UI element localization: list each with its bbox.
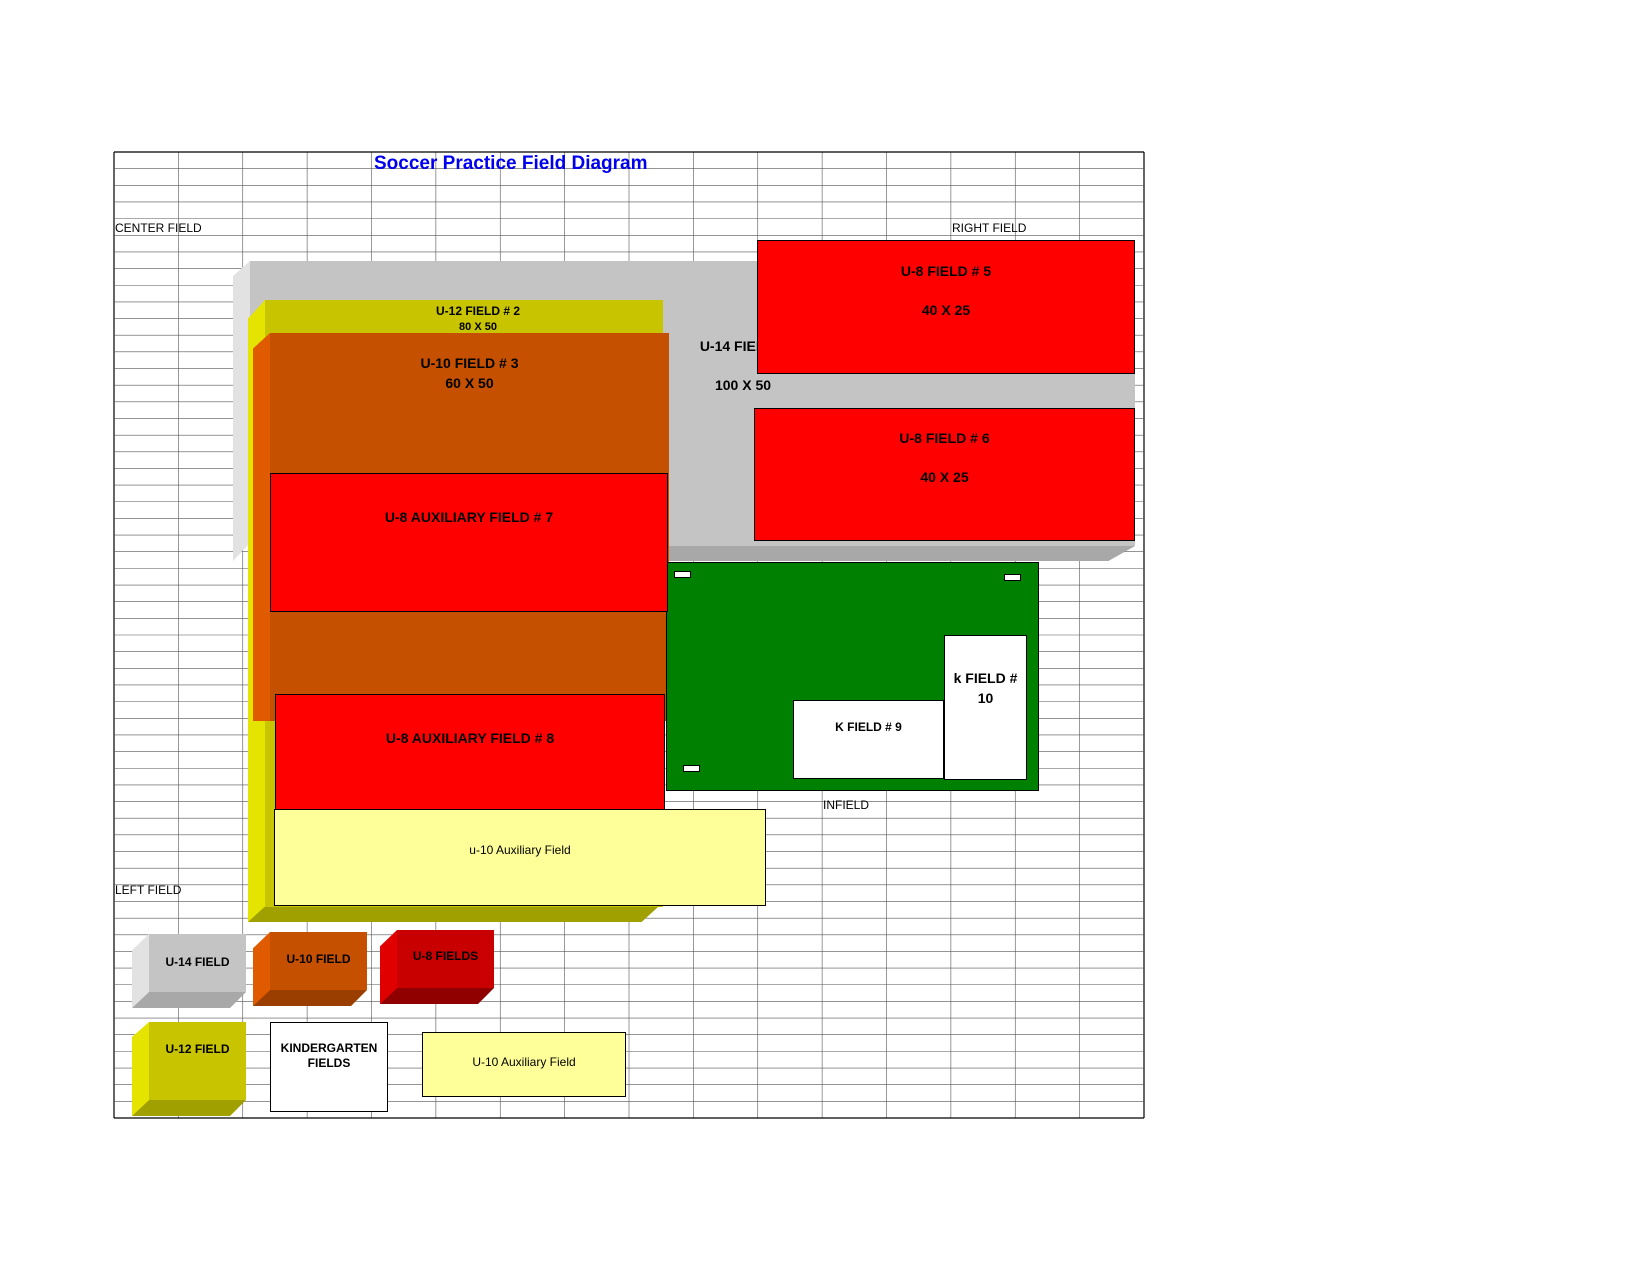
legend-u14-label: U-14 FIELD [165,955,230,969]
u10-auxiliary-field: u-10 Auxiliary Field [274,809,766,906]
u8-field-5-name: U-8 FIELD # 5 [900,263,992,279]
legend-u10: U-10 FIELD [253,932,367,1006]
right-field-label: RIGHT FIELD [952,221,1027,235]
legend-u8: U-8 FIELDS [380,930,494,1004]
k-field-10-name-line2: 10 [977,690,994,706]
legend-u10-label: U-10 FIELD [286,952,351,966]
center-field-label: CENTER FIELD [115,221,202,235]
base-marker [1004,574,1021,581]
legend-kindergarten: KINDERGARTEN FIELDS [270,1022,388,1112]
legend-kindergarten-line2: FIELDS [307,1056,351,1070]
base-marker [683,765,700,772]
u8-field-5: U-8 FIELD # 5 40 X 25 [757,240,1135,374]
k-field-10: k FIELD # 10 [944,635,1027,780]
left-field-label: LEFT FIELD [115,883,182,897]
u14-field-1-size: 100 X 50 [714,377,772,393]
legend-kindergarten-line1: KINDERGARTEN [280,1041,378,1055]
u8-field-6-size: 40 X 25 [920,469,969,485]
k-field-10-name-line1: k FIELD # [953,670,1018,686]
legend-u14: U-14 FIELD [132,934,246,1008]
legend-u12-label: U-12 FIELD [165,1042,230,1056]
u8-auxiliary-field-8-name: U-8 AUXILIARY FIELD # 8 [385,730,555,746]
u12-field-2-size: 80 X 50 [459,321,497,333]
u10-field-3-size: 60 X 50 [445,375,494,391]
u10-auxiliary-field-name: u-10 Auxiliary Field [469,843,571,857]
k-field-9-name: K FIELD # 9 [835,720,902,734]
u8-auxiliary-field-7-name: U-8 AUXILIARY FIELD # 7 [384,509,554,525]
infield-label: INFIELD [823,798,870,812]
u8-auxiliary-field-8: U-8 AUXILIARY FIELD # 8 [275,694,665,811]
u8-field-5-size: 40 X 25 [921,302,971,318]
u8-auxiliary-field-7: U-8 AUXILIARY FIELD # 7 [270,473,668,612]
base-marker [674,571,691,578]
u12-field-2-name: U-12 FIELD # 2 [435,304,521,318]
legend-u10-auxiliary: U-10 Auxiliary Field [422,1032,626,1097]
k-field-9: K FIELD # 9 [793,700,944,779]
u8-field-6: U-8 FIELD # 6 40 X 25 [754,408,1135,541]
u10-field-3-name: U-10 FIELD # 3 [420,355,519,371]
legend-u12: U-12 FIELD [132,1022,246,1116]
legend-u8-label: U-8 FIELDS [412,949,479,963]
diagram-title: Soccer Practice Field Diagram [374,153,648,174]
u8-field-6-name: U-8 FIELD # 6 [899,430,990,446]
legend-u10-auxiliary-label: U-10 Auxiliary Field [472,1055,576,1069]
